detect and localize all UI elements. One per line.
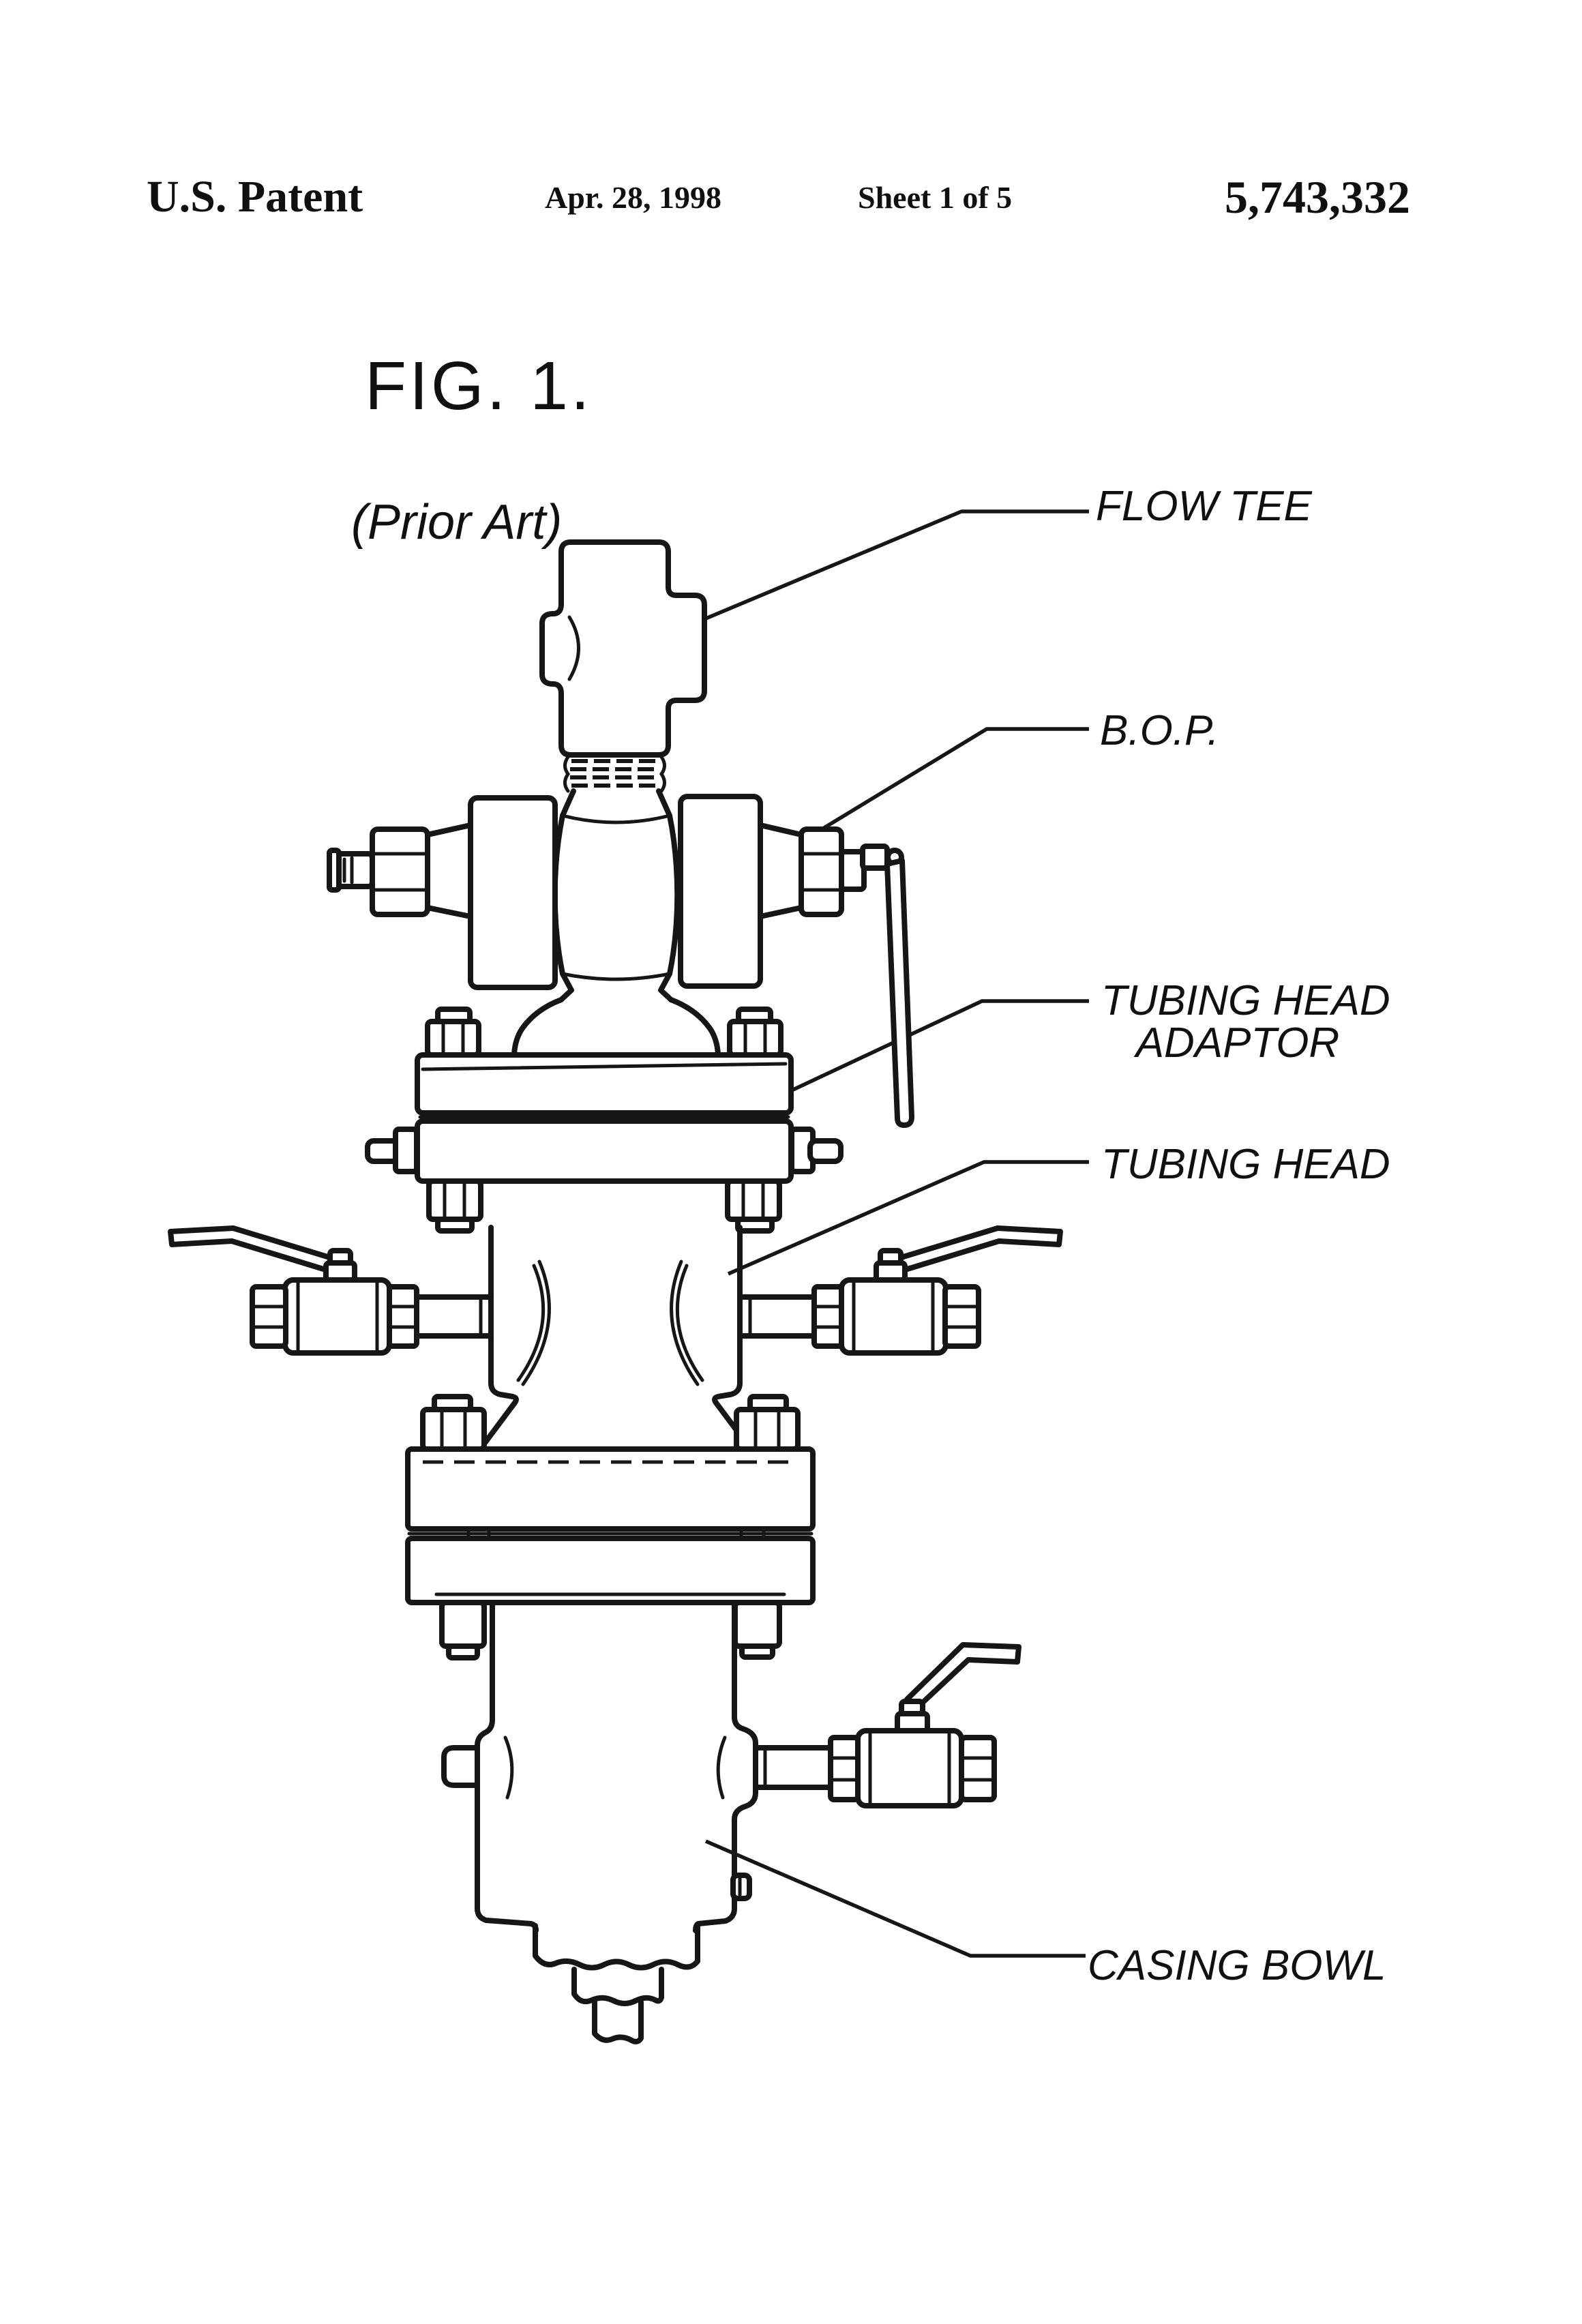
label-flow-tee: FLOW TEE — [1096, 483, 1313, 530]
tubing-head-adaptor-leader — [792, 999, 1089, 1092]
casing-bowl-left-boss — [441, 1745, 480, 1788]
bop-right-bonnet — [678, 794, 763, 989]
casing-bowl-right-wall — [693, 1600, 758, 1933]
flow-tee-bore-arc — [567, 615, 580, 681]
threaded-joint — [563, 755, 666, 793]
upper-lower-flange — [405, 1446, 816, 1532]
lower-flange-top-nuts — [420, 1394, 801, 1452]
bop-handle-bar — [884, 858, 914, 1128]
casing-bowl-leader — [704, 1839, 1086, 1958]
bop-top-funnel — [560, 788, 672, 818]
valve-handle — [168, 1225, 344, 1276]
label-tubing-head: TUBING HEAD — [1101, 1141, 1390, 1188]
lower-flange-joint — [405, 1394, 816, 1660]
bop-lower-neck — [511, 971, 721, 1058]
lower-flange-bottom-nuts — [439, 1600, 782, 1660]
label-tubing-head-adaptor-line1: TUBING HEAD — [1101, 977, 1390, 1024]
figure-title-block: FIG. 1. (Prior Art) — [351, 348, 593, 550]
valve-nipple — [413, 1294, 494, 1339]
flange-side-studs — [365, 1127, 844, 1174]
valve-handle — [904, 1642, 1021, 1712]
page-header: U.S. Patent Apr. 28, 1998 Sheet 1 of 5 5… — [147, 171, 1410, 223]
tubing-head-top-flange — [415, 1118, 794, 1184]
flow-tee-body — [539, 539, 707, 758]
bottom-lower-flange — [405, 1536, 816, 1605]
casing-bowl-valve — [753, 1642, 1021, 1808]
casing-bowl-drawing — [441, 1600, 1021, 2044]
bop-left-bonnet — [468, 795, 558, 990]
label-bop: B.O.P. — [1100, 707, 1219, 754]
bop-leader — [811, 727, 1089, 837]
casing-bowl-left-wall — [475, 1600, 539, 1933]
bop-drawing — [327, 788, 914, 1128]
leader-lines — [704, 509, 1089, 1958]
tubing-head-right-valve — [737, 1225, 1063, 1356]
header-sheet: Sheet 1 of 5 — [858, 180, 1012, 215]
tubing-head-drawing — [168, 1225, 1063, 1454]
tubing-head-adaptor-drawing — [365, 1007, 844, 1234]
valve-body — [282, 1277, 392, 1356]
flow-tee-drawing — [539, 539, 707, 793]
tubing-head-leader — [727, 1160, 1089, 1276]
valve-handle — [887, 1225, 1063, 1276]
tubing-head-left-valve — [168, 1225, 494, 1356]
bop-barrel — [552, 813, 681, 981]
valve-body — [839, 1277, 949, 1356]
casing-stubs — [533, 1923, 700, 2044]
valve-body — [855, 1728, 964, 1808]
header-patent-number: 5,743,332 — [1225, 171, 1410, 223]
figure-subtitle: (Prior Art) — [351, 495, 562, 550]
label-casing-bowl: CASING BOWL — [1088, 1942, 1386, 1989]
adaptor-bottom-studs — [426, 1178, 782, 1234]
bop-left-stud — [327, 822, 473, 919]
label-tubing-head-adaptor-line2: ADAPTOR — [1133, 1019, 1340, 1067]
tubing-head-bore-arcs — [516, 1260, 704, 1386]
component-labels: FLOW TEE B.O.P. TUBING HEAD ADAPTOR TUBI… — [1088, 483, 1390, 1989]
header-date: Apr. 28, 1998 — [545, 180, 721, 215]
adaptor-top-studs — [425, 1007, 783, 1058]
header-title: U.S. Patent — [147, 172, 363, 222]
flow-tee-leader — [704, 509, 1089, 621]
figure-title: FIG. 1. — [365, 348, 593, 424]
bop-right-stud — [758, 822, 914, 1128]
